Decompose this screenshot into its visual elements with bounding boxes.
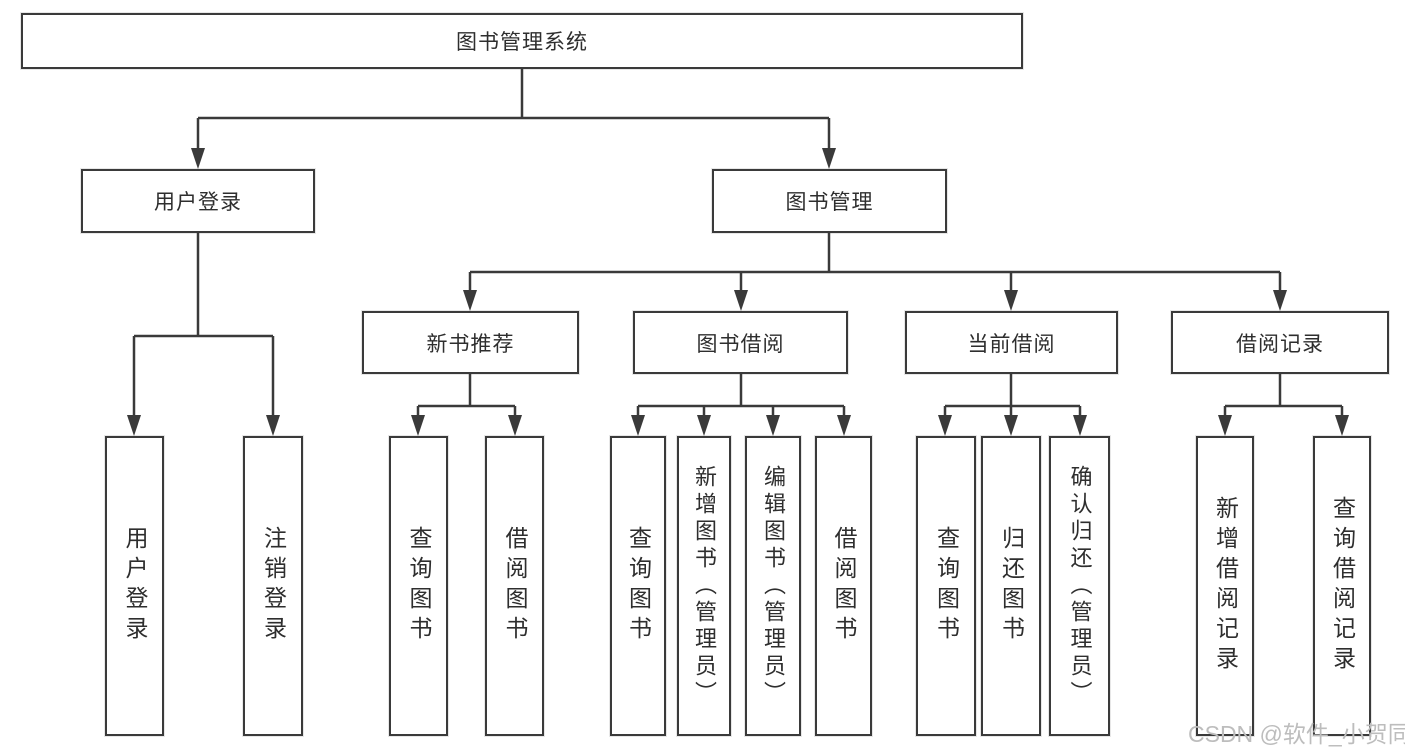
node-label: 查询图书 <box>406 526 432 646</box>
leaf-records-add-record: 新增借阅记录 <box>1196 436 1254 736</box>
leaf-recommend-borrow-books: 借阅图书 <box>485 436 544 736</box>
leaf-current-query-books: 查询图书 <box>916 436 976 736</box>
leaf-current-confirm-return-admin: 确认归还（管理员） <box>1049 436 1110 736</box>
node-label: 图书管理 <box>785 191 874 214</box>
node-label: 查询图书 <box>625 526 652 646</box>
node-label: 借阅记录 <box>1236 332 1324 356</box>
node-new-book-recommend: 新书推荐 <box>362 311 579 374</box>
node-label: 新书推荐 <box>426 332 515 356</box>
node-library-management-system: 图书管理系统 <box>21 13 1023 69</box>
node-borrowing-records: 借阅记录 <box>1171 311 1389 374</box>
node-label: 查询借阅记录 <box>1329 496 1356 676</box>
leaf-user-login: 用户登录 <box>105 436 164 736</box>
node-label: 用户登录 <box>154 191 242 214</box>
node-label: 借阅图书 <box>831 526 857 646</box>
leaf-borrow-add-books-admin: 新增图书（管理员） <box>677 436 731 736</box>
node-label: 归还图书 <box>998 526 1025 646</box>
node-label: 用户登录 <box>122 526 148 646</box>
csdn-watermark: CSDN @软件_小贺同学 <box>1188 721 1405 747</box>
leaf-borrow-query-books: 查询图书 <box>610 436 666 736</box>
node-current-borrowing: 当前借阅 <box>905 311 1118 374</box>
node-label: 查询图书 <box>933 526 960 646</box>
leaf-borrow-borrow-books: 借阅图书 <box>815 436 872 736</box>
node-book-management: 图书管理 <box>712 169 947 233</box>
node-label: 图书管理系统 <box>456 31 588 54</box>
node-label: 图书借阅 <box>696 332 785 356</box>
leaf-recommend-query-books: 查询图书 <box>389 436 448 736</box>
leaf-logout: 注销登录 <box>243 436 303 736</box>
node-label: 新增借阅记录 <box>1212 496 1239 676</box>
node-user-login: 用户登录 <box>81 169 315 233</box>
node-label: 借阅图书 <box>502 526 528 646</box>
node-label: 注销登录 <box>260 526 287 646</box>
node-label: 编辑图书（管理员） <box>761 464 786 708</box>
leaf-borrow-edit-books-admin: 编辑图书（管理员） <box>745 436 801 736</box>
node-label: 当前借阅 <box>967 332 1056 356</box>
node-label: 确认归还（管理员） <box>1067 464 1093 708</box>
leaf-records-query-record: 查询借阅记录 <box>1313 436 1371 736</box>
node-book-borrowing: 图书借阅 <box>633 311 848 374</box>
node-label: 新增图书（管理员） <box>692 464 717 708</box>
leaf-current-return-books: 归还图书 <box>981 436 1041 736</box>
